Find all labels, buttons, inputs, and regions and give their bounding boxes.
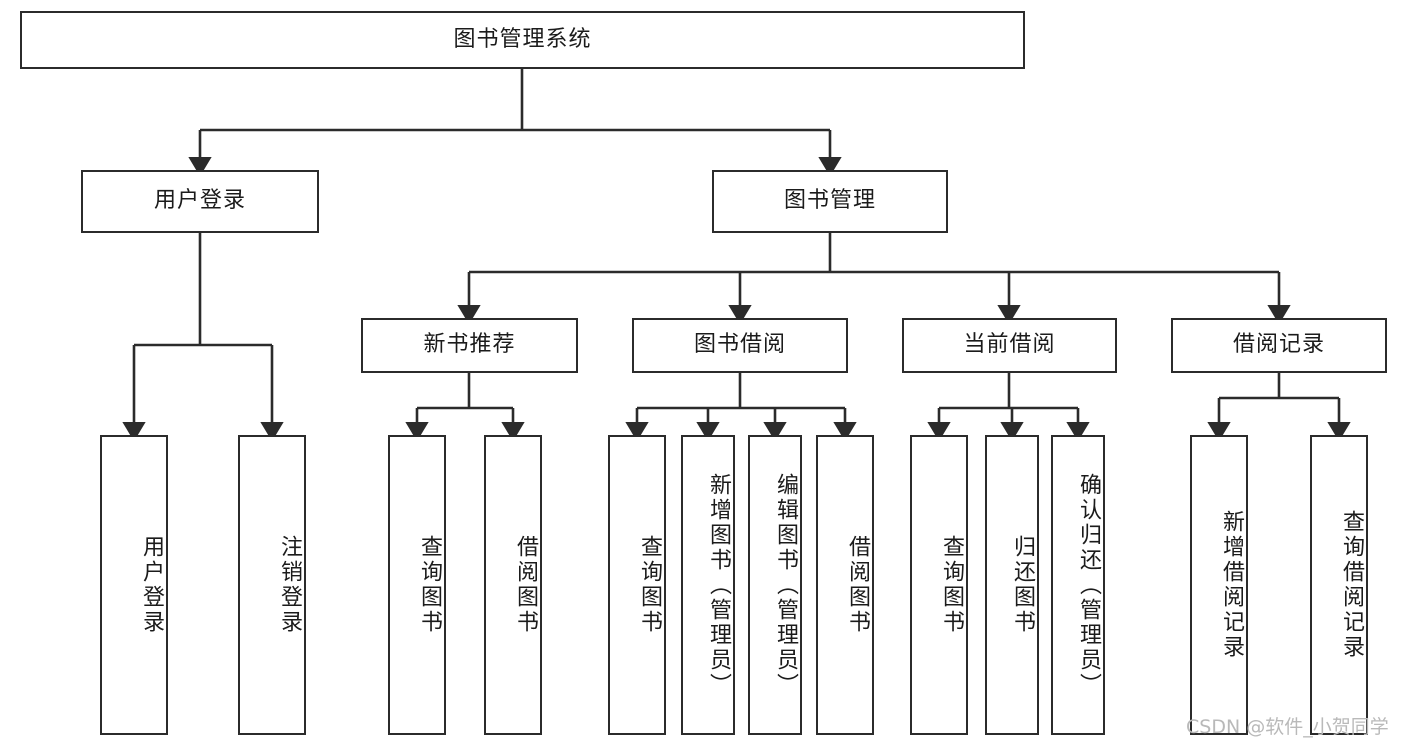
node-book-borrow-label: 图书借阅 (693, 332, 786, 358)
leaf-current-query-book[interactable]: 查询图书 (910, 435, 968, 735)
leaf-borrow-add-book-admin[interactable]: 新增图书（管理员） (681, 435, 735, 735)
leaf-current-query-book-label: 查询图书 (939, 535, 964, 635)
leaf-borrow-lend-book[interactable]: 借阅图书 (816, 435, 874, 735)
leaf-records-add-record-label: 新增借阅记录 (1219, 510, 1244, 660)
node-new-book-recommend[interactable]: 新书推荐 (361, 318, 578, 373)
node-user-login-label: 用户登录 (153, 188, 246, 214)
leaf-newbook-query-book-label: 查询图书 (417, 535, 442, 635)
node-current-borrow[interactable]: 当前借阅 (902, 318, 1117, 373)
leaf-records-query-record-label: 查询借阅记录 (1339, 510, 1364, 660)
node-root-label: 图书管理系统 (453, 26, 592, 52)
leaf-user-logout[interactable]: 注销登录 (238, 435, 306, 735)
leaf-borrow-query-book[interactable]: 查询图书 (608, 435, 666, 735)
watermark: CSDN @软件_小贺同学 (1186, 716, 1389, 738)
leaf-records-add-record[interactable]: 新增借阅记录 (1190, 435, 1248, 735)
leaf-newbook-borrow-book-label: 借阅图书 (513, 535, 538, 635)
leaf-records-query-record[interactable]: 查询借阅记录 (1310, 435, 1368, 735)
node-borrow-records-label: 借阅记录 (1232, 332, 1325, 358)
leaf-newbook-query-book[interactable]: 查询图书 (388, 435, 446, 735)
leaf-newbook-borrow-book[interactable]: 借阅图书 (484, 435, 542, 735)
node-borrow-records[interactable]: 借阅记录 (1171, 318, 1387, 373)
node-user-login[interactable]: 用户登录 (81, 170, 319, 233)
leaf-borrow-add-book-admin-label: 新增图书（管理员） (706, 472, 731, 698)
leaf-user-login[interactable]: 用户登录 (100, 435, 168, 735)
leaf-borrow-edit-book-admin-label: 编辑图书（管理员） (773, 472, 798, 698)
leaf-current-confirm-return-admin-label: 确认归还（管理员） (1076, 472, 1101, 698)
leaf-current-return-book[interactable]: 归还图书 (985, 435, 1039, 735)
node-book-borrow[interactable]: 图书借阅 (632, 318, 848, 373)
leaf-user-logout-label: 注销登录 (277, 535, 302, 635)
leaf-user-login-label: 用户登录 (139, 535, 164, 635)
node-root[interactable]: 图书管理系统 (20, 11, 1025, 69)
leaf-current-return-book-label: 归还图书 (1010, 535, 1035, 635)
leaf-borrow-edit-book-admin[interactable]: 编辑图书（管理员） (748, 435, 802, 735)
leaf-borrow-query-book-label: 查询图书 (637, 535, 662, 635)
node-book-management-label: 图书管理 (783, 188, 876, 214)
leaf-borrow-lend-book-label: 借阅图书 (845, 535, 870, 635)
leaf-current-confirm-return-admin[interactable]: 确认归还（管理员） (1051, 435, 1105, 735)
node-new-book-recommend-label: 新书推荐 (423, 332, 516, 358)
node-current-borrow-label: 当前借阅 (963, 332, 1056, 358)
node-book-management[interactable]: 图书管理 (712, 170, 948, 233)
